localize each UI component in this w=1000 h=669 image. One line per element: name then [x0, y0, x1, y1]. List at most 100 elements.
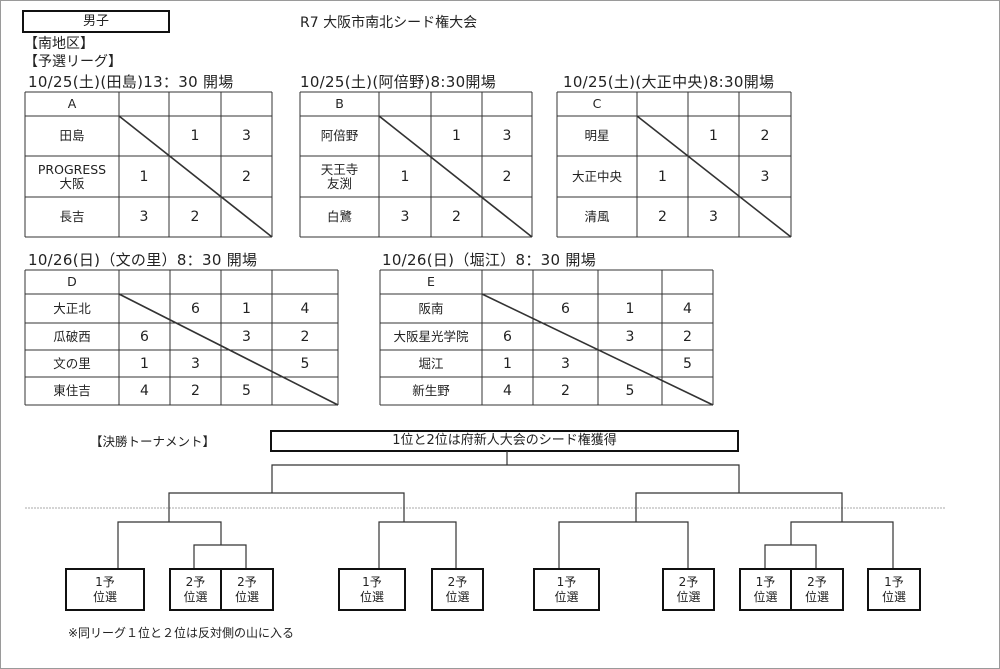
- bracket-slot-text: 1予: [755, 574, 776, 589]
- score-cell: 6: [561, 300, 570, 317]
- bracket-slot: 1予位選: [338, 568, 406, 611]
- team-name: 東住吉: [53, 383, 91, 398]
- score-cell: 2: [242, 168, 251, 185]
- gender-label: 男子: [22, 10, 170, 33]
- score-cell: 1: [658, 168, 667, 185]
- league-a-label: A: [67, 96, 77, 111]
- bracket-slot: 2予位選: [790, 568, 844, 611]
- score-cell: 2: [658, 209, 667, 225]
- bracket-slot-text: 1予: [362, 574, 382, 589]
- score-cell: 2: [502, 168, 512, 185]
- bracket-slot-text: 位選: [753, 589, 778, 604]
- score-cell: 2: [191, 383, 200, 399]
- score-cell: 1: [503, 355, 512, 372]
- bracket-slot-text: 1予: [884, 574, 904, 589]
- diagonal-line: [118, 293, 339, 406]
- bracket-slot-text: 1予: [95, 574, 115, 589]
- bracket-slot: 2予位選: [431, 568, 484, 611]
- score-cell: 1: [709, 128, 718, 144]
- score-cell: 4: [300, 300, 310, 317]
- team-name: 大正北: [53, 300, 91, 316]
- bracket-slot-text: 位選: [554, 589, 579, 604]
- bracket-slot-text: 位選: [234, 589, 259, 604]
- score-cell: 2: [683, 328, 692, 345]
- league-e-label: E: [427, 274, 435, 289]
- diagonal-line: [481, 293, 714, 406]
- score-cell: 3: [760, 168, 770, 185]
- document-title: R7 大阪市南北シード権大会: [300, 15, 478, 31]
- bracket-slot: 1予位選: [533, 568, 600, 611]
- score-cell: 3: [625, 328, 635, 345]
- diagonal-line: [118, 115, 273, 238]
- score-cell: 2: [561, 383, 570, 399]
- league-c-schedule: 10/25(土)(大正中央)8:30開場: [563, 73, 775, 91]
- league-d-schedule: 10/26(日)（文の里）8：30 開場: [28, 251, 258, 269]
- score-cell: 1: [139, 168, 149, 185]
- bracket-slot: 1予位選: [867, 568, 921, 611]
- diagonal-line: [378, 115, 533, 238]
- district-heading: 【南地区】: [24, 36, 94, 52]
- bracket-slot-text: 位選: [359, 589, 384, 604]
- team-name: 大正中央: [571, 168, 622, 184]
- bracket-slot: 2予位選: [220, 568, 274, 611]
- score-cell: 5: [300, 355, 310, 372]
- league-e-schedule: 10/26(日)（堀江）8：30 開場: [382, 251, 597, 269]
- team-name: 長吉: [59, 209, 85, 224]
- score-cell: 6: [503, 328, 512, 345]
- bracket-slot-text: 2予: [185, 574, 206, 589]
- tournament-banner: 1位と2位は府新人大会のシード権獲得: [270, 430, 739, 452]
- bracket-slot-text: 位選: [676, 589, 701, 604]
- score-cell: 1: [452, 128, 461, 144]
- section-heading: 【予選リーグ】: [24, 54, 122, 70]
- bracket-slot-text: 位選: [183, 589, 208, 604]
- team-name: 阿倍野: [320, 128, 359, 143]
- score-cell: 5: [625, 383, 635, 399]
- team-name: 大阪星光学院: [393, 328, 469, 344]
- league-c-label: C: [592, 96, 602, 111]
- score-cell: 3: [400, 209, 410, 225]
- score-cell: 3: [502, 128, 512, 144]
- league-b-schedule: 10/25(土)(阿倍野)8:30開場: [300, 73, 497, 91]
- bracket-slot-text: 位選: [804, 589, 829, 604]
- team-name: 文の里: [53, 355, 91, 371]
- team-name: 瓜破西: [53, 328, 91, 344]
- bracket-slot: 1予位選: [739, 568, 792, 611]
- team-name: 阪南: [418, 300, 444, 316]
- score-cell: 1: [140, 355, 149, 372]
- score-cell: 5: [242, 383, 251, 399]
- team-name: PROGRESS 大阪: [37, 161, 107, 191]
- team-name: 白鷺: [326, 209, 352, 224]
- score-cell: 2: [190, 209, 200, 225]
- score-cell: 5: [683, 355, 692, 372]
- score-cell: 3: [709, 209, 718, 225]
- bracket-slot: 2予位選: [662, 568, 715, 611]
- diagonal-line: [636, 115, 792, 238]
- team-name: 新生野: [412, 383, 450, 398]
- bracket-slot-text: 位選: [445, 589, 470, 604]
- score-cell: 1: [400, 168, 410, 185]
- bracket-slot: 1予位選: [65, 568, 145, 611]
- bracket-slot: 2予位選: [169, 568, 222, 611]
- score-cell: 1: [242, 300, 251, 317]
- score-cell: 4: [503, 383, 512, 399]
- team-name: 清風: [584, 209, 610, 224]
- bracket-slot-text: 1予: [556, 574, 577, 589]
- score-cell: 1: [190, 128, 200, 144]
- league-d-label: D: [67, 274, 77, 289]
- score-cell: 4: [683, 300, 692, 317]
- score-cell: 4: [140, 383, 149, 399]
- tournament-heading: 【決勝トーナメント】: [90, 434, 216, 449]
- score-cell: 1: [625, 300, 635, 317]
- bracket-slot-text: 2予: [678, 574, 699, 589]
- bracket-slot-text: 位選: [881, 589, 906, 604]
- score-cell: 2: [300, 328, 310, 345]
- league-b-label: B: [335, 96, 344, 111]
- team-name: 堀江: [418, 355, 444, 371]
- score-cell: 3: [242, 328, 251, 345]
